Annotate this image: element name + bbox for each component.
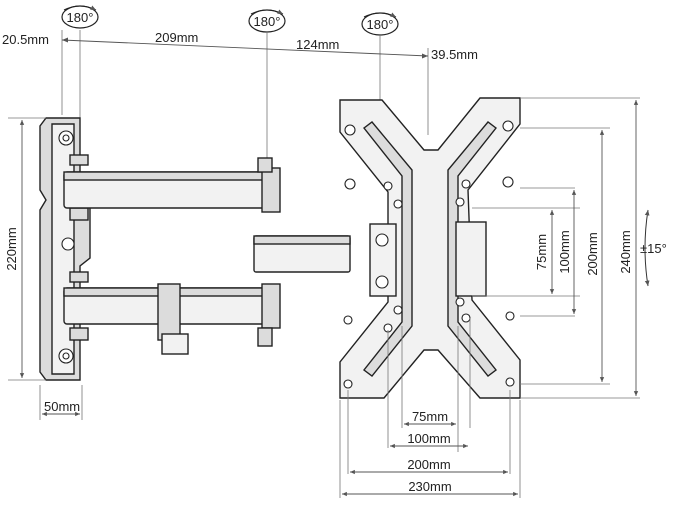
dim-wall-plate-width: 50mm [44,399,80,414]
wall-plate [39,117,91,381]
middle-arm [253,235,351,273]
rotation-label: 180° [367,17,394,32]
dim-plate-height: 240mm [618,230,633,273]
dim-plate-offset: 39.5mm [431,47,478,62]
upper-arm [63,157,281,213]
lower-arm [63,283,281,355]
tilt-label: ±15° [640,241,667,256]
rotation-badge-middle: 180° [248,9,286,33]
dim-wall-plate-height: 220mm [4,227,19,270]
dim-vesa-h-200: 200mm [407,457,450,472]
rotation-label: 180° [67,10,94,25]
rotation-label: 180° [254,14,281,29]
vesa-horizontal-dimensions: 75mm 100mm 200mm 230mm [339,318,521,498]
dim-arm-length-1: 209mm [155,30,198,45]
dim-vesa-h-100: 100mm [407,431,450,446]
dim-vesa-v-100: 100mm [557,230,572,273]
rotation-badge-left: 180° [61,5,99,29]
dim-vesa-h-75: 75mm [412,409,448,424]
dim-vesa-v-200: 200mm [585,232,600,275]
rotation-badge-right: 180° [361,12,399,36]
vesa-plate [339,97,521,399]
dim-vesa-v-75: 75mm [534,234,549,270]
dim-left-offset: 20.5mm [2,32,49,47]
tilt-indicator: ±15° [640,209,667,287]
vesa-vertical-dimensions: 75mm 100mm 200mm 240mm [472,97,640,399]
dim-arm-length-2: 124mm [296,37,339,52]
dim-plate-width: 230mm [408,479,451,494]
wall-plate-dimensions: 220mm 50mm [4,117,83,420]
top-dimensions: 20.5mm 209mm 124mm 39.5mm [2,30,478,165]
